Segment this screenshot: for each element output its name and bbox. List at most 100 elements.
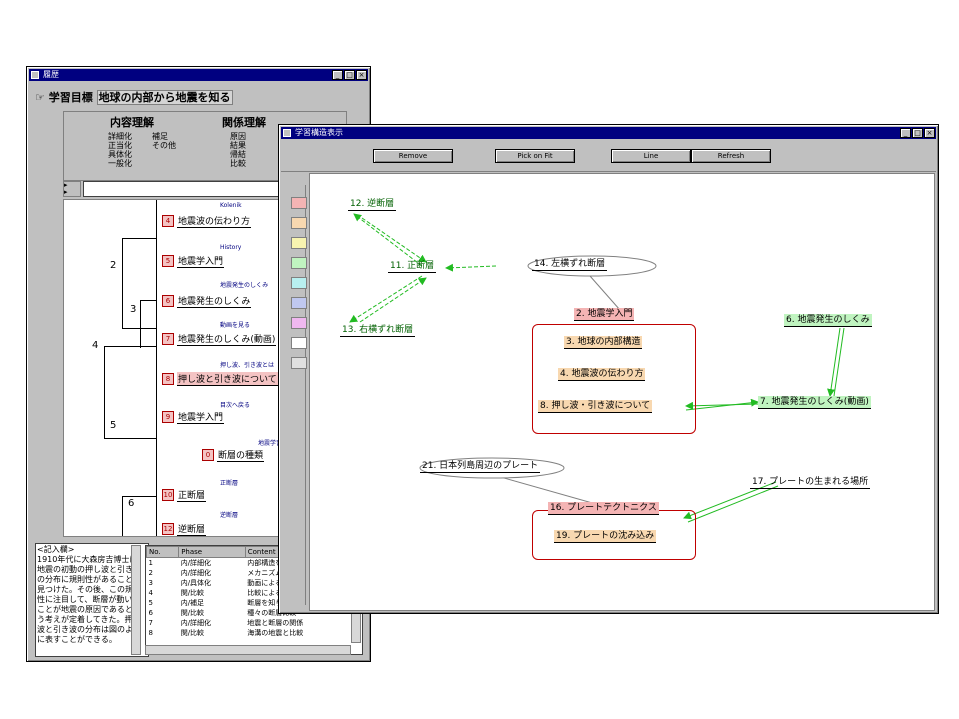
color-swatch[interactable] (291, 257, 307, 269)
row-selector[interactable]: ▸▸ (63, 181, 81, 197)
link-line (349, 275, 423, 323)
bracket-line (122, 328, 156, 329)
bracket-line (140, 300, 141, 348)
flow-node[interactable]: 0 断層の種類 (202, 448, 265, 462)
link-line (361, 217, 427, 263)
learning-goal: ☞ 学習目標 地球の内部から地震を知る (35, 89, 233, 105)
flow-node-number: 9 (162, 411, 174, 423)
bracket-line (122, 496, 156, 497)
node-plate-birthplace[interactable]: 17. プレートの生まれる場所 (750, 477, 871, 489)
table-horizontal-scrollbar[interactable] (145, 645, 351, 655)
flow-node-number: 7 (162, 333, 174, 345)
flow-node-label: 断層の種類 (217, 448, 265, 462)
structure-canvas[interactable]: 12. 逆断層 11. 正断層 14. 左横ずれ断層 13. 右横ずれ断層 2.… (309, 173, 935, 611)
flow-node[interactable]: 8 押し波と引き波について (162, 372, 278, 386)
node-push-pull-waves[interactable]: 8. 押し波・引き波について (538, 400, 653, 413)
node-japan-plates[interactable]: 21. 日本列島周辺のプレート (420, 461, 541, 473)
bracket-line (104, 438, 156, 439)
maximize-button[interactable]: □ (912, 128, 923, 138)
notes-scrollbar[interactable] (131, 545, 141, 655)
structure-title: 学習構造表示 (295, 128, 343, 137)
structure-toolbar: Remove Pick on Fit Line Refresh (281, 141, 936, 172)
maximize-button[interactable]: □ (344, 70, 355, 80)
bracket-line (104, 346, 105, 438)
node-reverse-fault[interactable]: 12. 逆断層 (348, 199, 397, 211)
node-ellipse[interactable] (419, 457, 565, 479)
flow-note: 正断層 (220, 480, 239, 487)
node-ellipse[interactable] (527, 255, 657, 277)
color-swatch[interactable] (291, 277, 307, 289)
flow-node[interactable]: 6 地震発生のしくみ (162, 294, 252, 308)
node-earthquake-mechanism[interactable]: 6. 地震発生のしくみ (784, 314, 872, 327)
flow-node-number: 4 (162, 215, 174, 227)
link-line (687, 485, 779, 523)
flow-node-number: 8 (162, 373, 174, 385)
history-titlebar[interactable]: 履歴 _ □ × (29, 69, 368, 81)
notes-area[interactable]: <記入欄> 1910年代に大森房吉博士は、地震の初動の押し波と引き波の分布に規則… (35, 543, 149, 657)
node-earthquake-mechanism-video[interactable]: 7. 地震発生のしくみ(動画) (758, 396, 871, 409)
remove-button[interactable]: Remove (373, 149, 453, 163)
node-group[interactable] (532, 324, 696, 434)
table-header[interactable]: No. (146, 546, 180, 558)
flow-note: 動画を見る (220, 322, 251, 329)
node-right-lateral-fault[interactable]: 13. 右横ずれ断層 (340, 325, 416, 337)
refresh-button[interactable]: Refresh (691, 149, 771, 163)
close-button[interactable]: × (356, 70, 367, 80)
group-number: 2 (110, 260, 117, 271)
content-understanding-label: 内容理解 (110, 116, 154, 129)
group-number: 6 (128, 498, 135, 509)
history-input[interactable] (83, 181, 303, 197)
color-swatch[interactable] (291, 337, 307, 349)
flow-node[interactable]: 9 地震学入門 (162, 410, 225, 424)
node-plate-tectonics[interactable]: 16. プレートテクトニクス (548, 502, 659, 515)
flow-node[interactable]: 7 地震発生のしくみ(動画) (162, 332, 277, 346)
group-number: 4 (92, 340, 99, 351)
link-line (685, 398, 759, 411)
group-number: 5 (110, 420, 117, 431)
structure-titlebar[interactable]: 学習構造表示 _ □ × (281, 127, 936, 139)
link-line (685, 401, 759, 410)
bracket-line (104, 346, 156, 347)
pick-on-fit-button[interactable]: Pick on Fit (495, 149, 575, 163)
node-seismic-waves[interactable]: 4. 地震波の伝わり方 (558, 368, 646, 381)
flow-note: 目次へ戻る (220, 402, 251, 409)
flow-node[interactable]: 4 地震波の伝わり方 (162, 214, 252, 228)
color-swatch[interactable] (291, 297, 307, 309)
node-normal-fault[interactable]: 11. 正断層 (388, 261, 437, 273)
app-icon (31, 71, 39, 79)
node-seismology-intro[interactable]: 2. 地震学入門 (574, 308, 635, 321)
link-line (353, 213, 423, 267)
flow-node-label: 地震発生のしくみ (177, 294, 252, 308)
flow-node[interactable]: 12 逆断層 (162, 522, 207, 536)
flow-node-label: 押し波と引き波について (177, 372, 278, 386)
color-palette (283, 185, 307, 605)
minimize-button[interactable]: _ (900, 128, 911, 138)
other-subcategories: 補足 その他 (152, 132, 176, 150)
bracket-line (122, 238, 123, 328)
flow-node-label: 逆断層 (177, 522, 207, 536)
color-swatch[interactable] (291, 237, 307, 249)
node-plate-subduction[interactable]: 19. プレートの沈み込み (554, 530, 657, 543)
node-earth-interior[interactable]: 3. 地球の内部構造 (564, 336, 643, 349)
color-swatch[interactable] (291, 317, 307, 329)
color-swatch[interactable] (291, 217, 307, 229)
flow-node[interactable]: 5 地震学入門 (162, 254, 225, 268)
close-button[interactable]: × (924, 128, 935, 138)
table-header[interactable]: Phase (178, 546, 246, 558)
color-swatch[interactable] (291, 357, 307, 369)
minimize-button[interactable]: _ (332, 70, 343, 80)
node-left-lateral-fault[interactable]: 14. 左横ずれ断層 (532, 259, 608, 271)
color-swatch[interactable] (291, 197, 307, 209)
line-button[interactable]: Line (611, 149, 691, 163)
flow-node[interactable]: 10 正断層 (162, 488, 207, 502)
link-line (827, 327, 841, 397)
relation-understanding-label: 関係理解 (222, 116, 266, 129)
